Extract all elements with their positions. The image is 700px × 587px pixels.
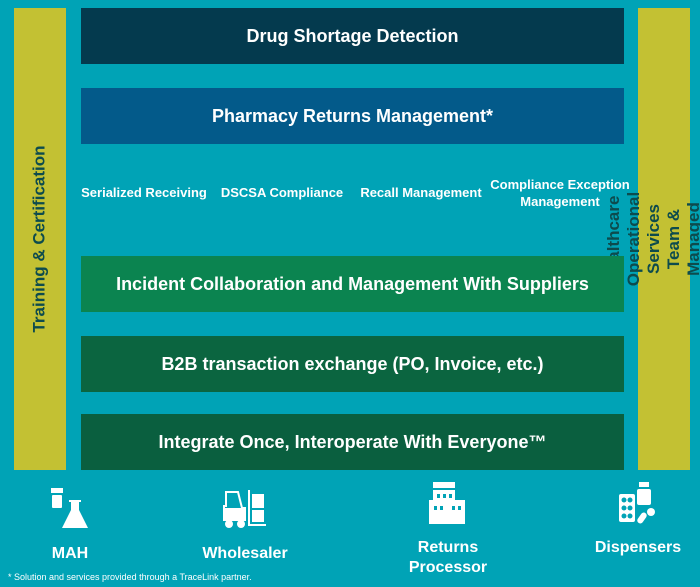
operational-services-bar: Healthcare Operational Services Team & M… bbox=[604, 8, 700, 470]
entity-mah: MAH bbox=[0, 486, 140, 564]
pharmacy-returns-layer: Pharmacy Returns Management* bbox=[81, 88, 624, 144]
drug-shortage-detection-layer: Drug Shortage Detection bbox=[81, 8, 624, 64]
lab-flask-icon bbox=[51, 488, 88, 528]
footnote: * Solution and services provided through… bbox=[8, 572, 252, 582]
entity-returns-processor: Returns Processor bbox=[378, 480, 518, 578]
feature-dscsa-compliance: DSCSA Compliance bbox=[220, 185, 344, 200]
feature-serialized-receiving: Serialized Receiving bbox=[81, 185, 207, 200]
entity-label: Dispensers bbox=[594, 539, 682, 556]
entity-wholesaler: Wholesaler bbox=[175, 486, 315, 564]
feature-recall-management: Recall Management bbox=[360, 185, 482, 200]
pills-icon bbox=[619, 482, 655, 524]
building-icon bbox=[429, 482, 465, 524]
entity-label: Wholesaler bbox=[202, 545, 288, 562]
b2b-exchange-layer: B2B transaction exchange (PO, Invoice, e… bbox=[81, 336, 624, 392]
training-certification-bar: Training & Certification bbox=[14, 8, 66, 470]
feature-compliance-exception: Compliance Exception Management bbox=[490, 177, 630, 209]
left-bar-label: Training & Certification bbox=[30, 145, 49, 333]
forklift-icon bbox=[223, 490, 266, 528]
incident-collaboration-layer: Incident Collaboration and Management Wi… bbox=[81, 256, 624, 312]
entity-label: MAH bbox=[51, 545, 89, 562]
integrate-once-layer: Integrate Once, Interoperate With Everyo… bbox=[81, 414, 624, 470]
entity-label: Returns Processor bbox=[408, 539, 488, 576]
entity-dispensers: Dispensers bbox=[568, 480, 700, 558]
